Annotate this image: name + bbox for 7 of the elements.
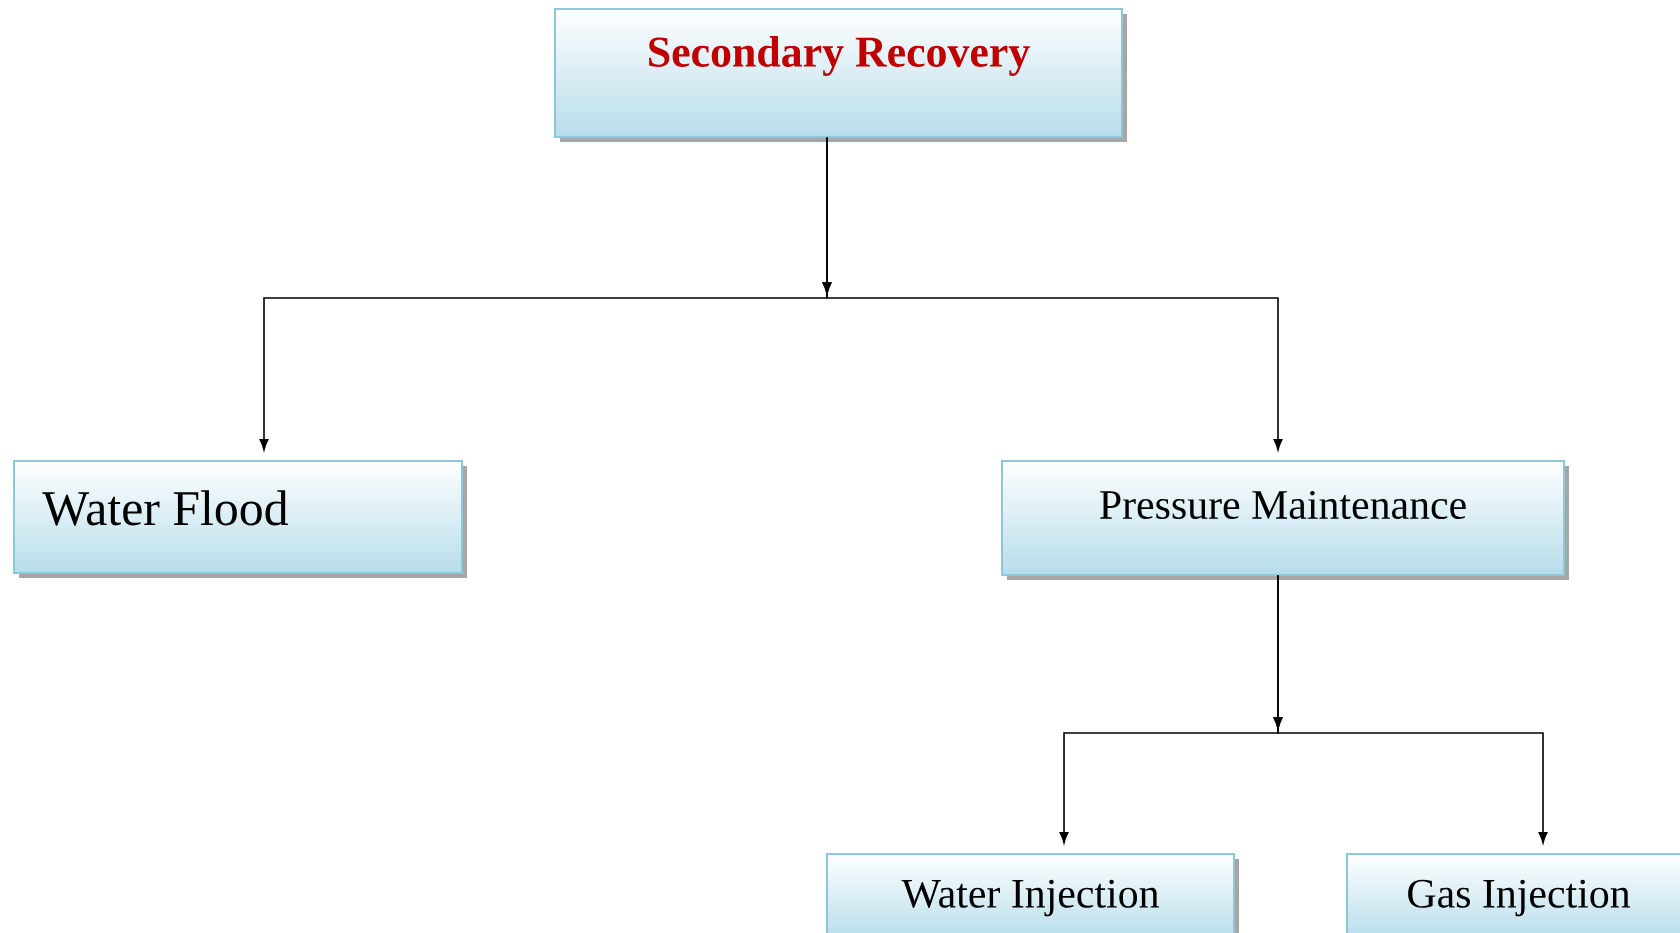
process-box: Gas Injection (1346, 853, 1680, 933)
process-box: Water Injection (826, 853, 1239, 933)
process-box: Water Flood (13, 460, 467, 578)
arrow (1273, 574, 1548, 844)
process-box: Pressure Maintenance (1001, 460, 1569, 580)
arrow (822, 136, 1283, 451)
process-box: Secondary Recovery (554, 8, 1127, 142)
